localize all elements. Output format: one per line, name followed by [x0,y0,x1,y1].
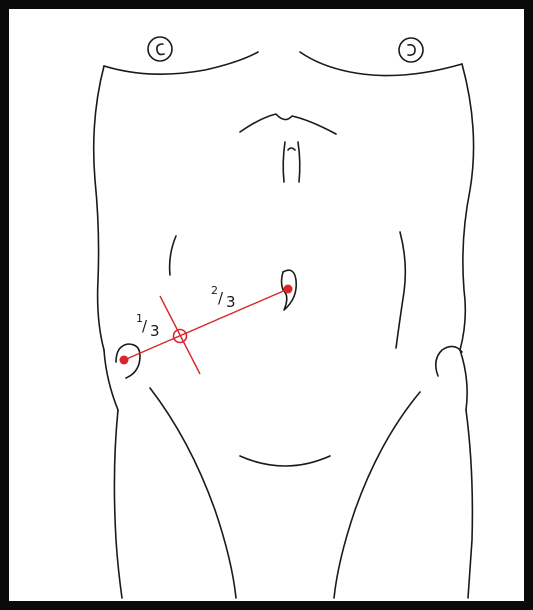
sternum-tip [288,148,295,150]
asis-dot [120,356,129,365]
torso-left-side [94,66,104,350]
pubic-line [240,456,330,466]
left-rectus-line [170,236,176,275]
sternum-line-left [283,142,285,182]
right-rectus-line [396,232,405,348]
costal-margin [240,114,336,134]
svg-text:3: 3 [150,322,160,340]
left-thigh-outer [114,410,122,598]
left-inguinal-line [150,388,236,598]
two-thirds-label: 2 / 3 [211,284,236,311]
spinoumbilical-line [124,289,288,360]
right-pectoral-line [300,52,462,76]
svg-text:/: / [218,289,224,307]
umbilicus-dot [284,285,293,294]
svg-text:3: 3 [226,293,236,311]
right-flank-curve [460,350,467,410]
svg-text:/: / [142,317,148,335]
right-thigh-outer [466,410,472,598]
sternum-line-right [298,142,300,182]
right-iliac-crest [436,346,462,376]
one-third-label: 1 / 3 [136,312,160,340]
left-pectoral-line [104,52,258,74]
perpendicular-line [160,296,200,374]
left-nipple-icon [148,37,172,61]
right-inguinal-line [334,392,420,598]
right-nipple-icon [399,38,423,62]
torso-right-side [460,64,474,350]
svg-text:2: 2 [211,284,218,297]
